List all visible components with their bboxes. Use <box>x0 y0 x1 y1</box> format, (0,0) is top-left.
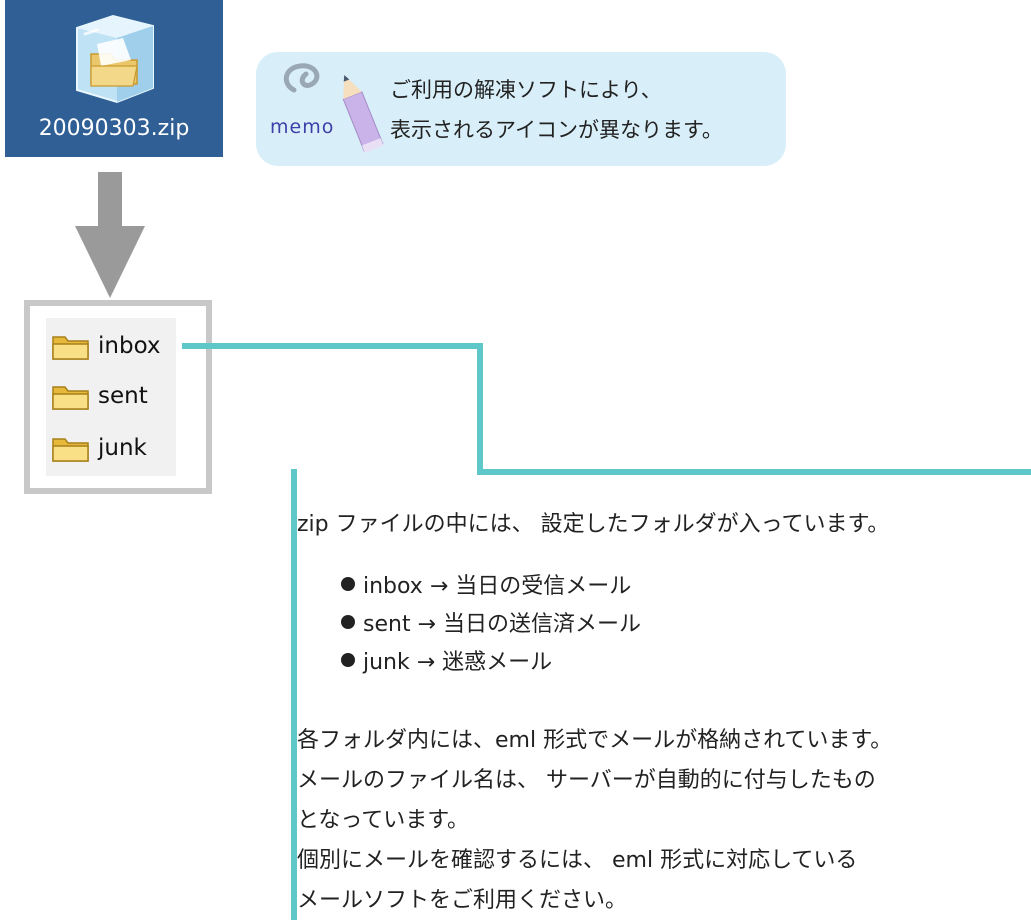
memo-badge-text: memo <box>270 116 335 138</box>
bullet-junk: junk → 迷惑メール <box>341 644 552 676</box>
paragraph-line-1: 各フォルダ内には、eml 形式でメールが格納されています。 <box>297 728 893 753</box>
folder-item-inbox[interactable]: inbox <box>52 328 161 364</box>
folder-icon <box>52 386 89 410</box>
folder-label: junk <box>98 435 147 461</box>
zip-archive-icon <box>67 10 163 106</box>
bullet-text: inbox → 当日の受信メール <box>363 574 632 599</box>
bullet-sent: sent → 当日の送信済メール <box>341 606 641 638</box>
pencil-memo-icon <box>264 54 384 166</box>
bullet-inbox: inbox → 当日の受信メール <box>341 568 631 600</box>
bullet-text: sent → 当日の送信済メール <box>363 612 641 637</box>
paragraph-line-3: となっています。 <box>297 808 470 833</box>
bullet-text: junk → 迷惑メール <box>363 650 553 675</box>
memo-note: memo ご利用の解凍ソフトにより、 表示されるアイコンが異なります。 <box>256 52 786 166</box>
zip-file-name: 20090303.zip <box>38 116 190 141</box>
description-box: zip ファイルの中には、 設定したフォルダが入っています。 inbox → 当… <box>297 476 1031 920</box>
description-intro: zip ファイルの中には、 設定したフォルダが入っています。 <box>297 512 890 537</box>
down-arrow-icon <box>55 172 165 300</box>
folder-item-sent[interactable]: sent <box>52 378 148 414</box>
bullet-dot-icon <box>341 577 355 591</box>
folder-label: sent <box>98 383 148 409</box>
memo-line-2: 表示されるアイコンが異なります。 <box>390 118 723 142</box>
folder-icon <box>52 336 89 360</box>
folder-item-junk[interactable]: junk <box>52 430 147 466</box>
bullet-dot-icon <box>341 653 355 667</box>
bullet-dot-icon <box>341 615 355 629</box>
zip-file-tile[interactable]: 20090303.zip <box>5 0 223 157</box>
folder-icon <box>52 438 89 462</box>
memo-line-1: ご利用の解凍ソフトにより、 <box>390 78 662 102</box>
paragraph-line-2: メールのファイル名は、 サーバーが自動的に付与したもの <box>297 768 876 793</box>
folder-list-panel: inbox sent junk <box>24 300 212 494</box>
folder-label: inbox <box>98 333 161 359</box>
paragraph-line-4: 個別にメールを確認するには、 eml 形式に対応している <box>297 848 858 873</box>
paragraph-line-5: メールソフトをご利用ください。 <box>297 888 628 913</box>
